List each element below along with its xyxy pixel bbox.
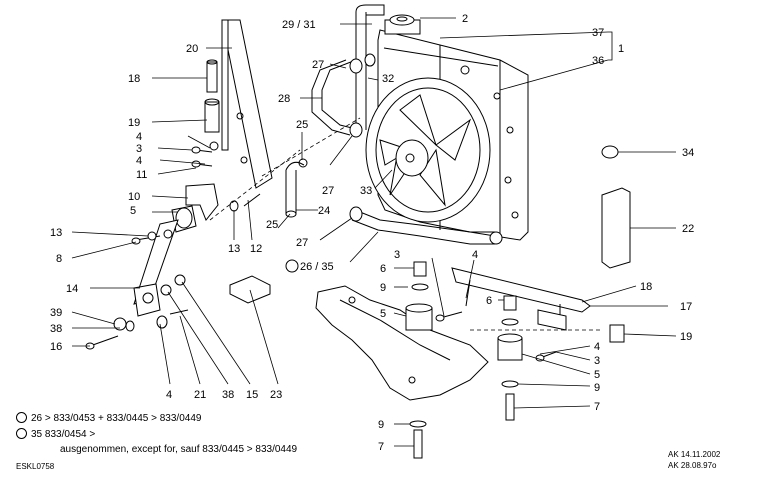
callout-33: 33: [360, 185, 372, 197]
callout-37: 22: [682, 223, 694, 235]
callout-26: 25: [296, 119, 308, 131]
callout-53: 7: [378, 441, 384, 453]
circle-icon: [16, 428, 27, 439]
note-num-35: 35: [31, 429, 43, 440]
callout-48: 3: [594, 355, 600, 367]
callout-circle-26-35: [285, 259, 299, 273]
note-text-1: > 833/0453 + 833/0445 > 833/0449: [44, 413, 202, 424]
callout-23: 38: [222, 389, 234, 401]
callout-32: 27: [322, 185, 334, 197]
callout-30: 28: [278, 93, 290, 105]
hoses: [285, 4, 503, 245]
mounts: [405, 261, 557, 459]
callout-44: 18: [640, 281, 652, 293]
callout-15: 13: [50, 227, 62, 239]
bracket-10: [171, 183, 261, 233]
callout-43: 6: [486, 295, 492, 307]
callout-16: 8: [56, 253, 62, 265]
callout-9: 4: [136, 131, 142, 143]
callout-11: 4: [136, 155, 142, 167]
callout-28: 25: [266, 219, 278, 231]
fan-assembly: [365, 77, 491, 223]
clip-34: [601, 145, 619, 159]
note-line-3: ausgenommen, except for, sauf 833/0445 >…: [60, 444, 298, 455]
callout-45: 17: [680, 301, 692, 313]
callout-51: 7: [594, 401, 600, 413]
leader-lines: [71, 17, 677, 447]
callout-55: 12: [250, 243, 262, 255]
note-text-2: 833/0454 >: [44, 429, 96, 440]
note-num-26: 26: [31, 413, 43, 424]
bracket-20: [191, 19, 273, 189]
callout-49: 5: [594, 369, 600, 381]
callout-7: 18: [128, 73, 140, 85]
callout-25: 23: [270, 389, 282, 401]
note-line-2: 35 833/0454 >: [16, 428, 95, 440]
note-line-1: 26 > 833/0453 + 833/0445 > 833/0449: [16, 412, 201, 424]
callout-1: 1: [618, 43, 624, 55]
callout-17: 14: [66, 283, 78, 295]
callout-38: 6: [380, 263, 386, 275]
callout-22: 21: [194, 389, 206, 401]
callout-21: 4: [166, 389, 172, 401]
callout-4: 37: [592, 27, 604, 39]
callout-27: 24: [318, 205, 330, 217]
drawing-code: ESKL0758: [16, 462, 55, 471]
callout-52: 9: [378, 419, 384, 431]
callout-47: 4: [594, 341, 600, 353]
callout-46: 19: [680, 331, 692, 343]
callout-54: 13: [228, 243, 240, 255]
callout-12: 11: [136, 169, 147, 181]
callout-39: 9: [380, 282, 386, 294]
callout-36: 34: [682, 147, 694, 159]
callout-3: 29 / 31: [282, 19, 316, 31]
revision-date-2: AK 28.08.97o: [668, 461, 717, 470]
callout-19: 38: [50, 323, 62, 335]
callout-29: 27: [312, 59, 324, 71]
revision-date-1: AK 14.11.2002: [668, 450, 721, 459]
callout-34: 27: [296, 237, 308, 249]
callout-50: 9: [594, 382, 600, 394]
callout-5: 36: [592, 55, 604, 67]
callout-42: 4: [472, 249, 478, 261]
callout-31: 32: [382, 73, 394, 85]
callout-13: 10: [128, 191, 140, 203]
block-23: [229, 275, 271, 304]
callout-6: 20: [186, 43, 198, 55]
callout-40: 5: [380, 308, 386, 320]
callout-2: 2: [462, 13, 468, 25]
callout-35: 26 / 35: [300, 261, 334, 273]
callout-10: 3: [136, 143, 142, 155]
callout-20: 16: [50, 341, 62, 353]
foam-22: [601, 187, 631, 269]
bracket-17: [451, 267, 625, 343]
subframe: [315, 285, 489, 401]
callout-8: 19: [128, 117, 140, 129]
callout-41: 3: [394, 249, 400, 261]
arm-14: [85, 219, 189, 350]
callout-24: 15: [246, 389, 258, 401]
circle-icon: [16, 412, 27, 423]
callout-18: 39: [50, 307, 62, 319]
callout-14: 5: [130, 205, 136, 217]
